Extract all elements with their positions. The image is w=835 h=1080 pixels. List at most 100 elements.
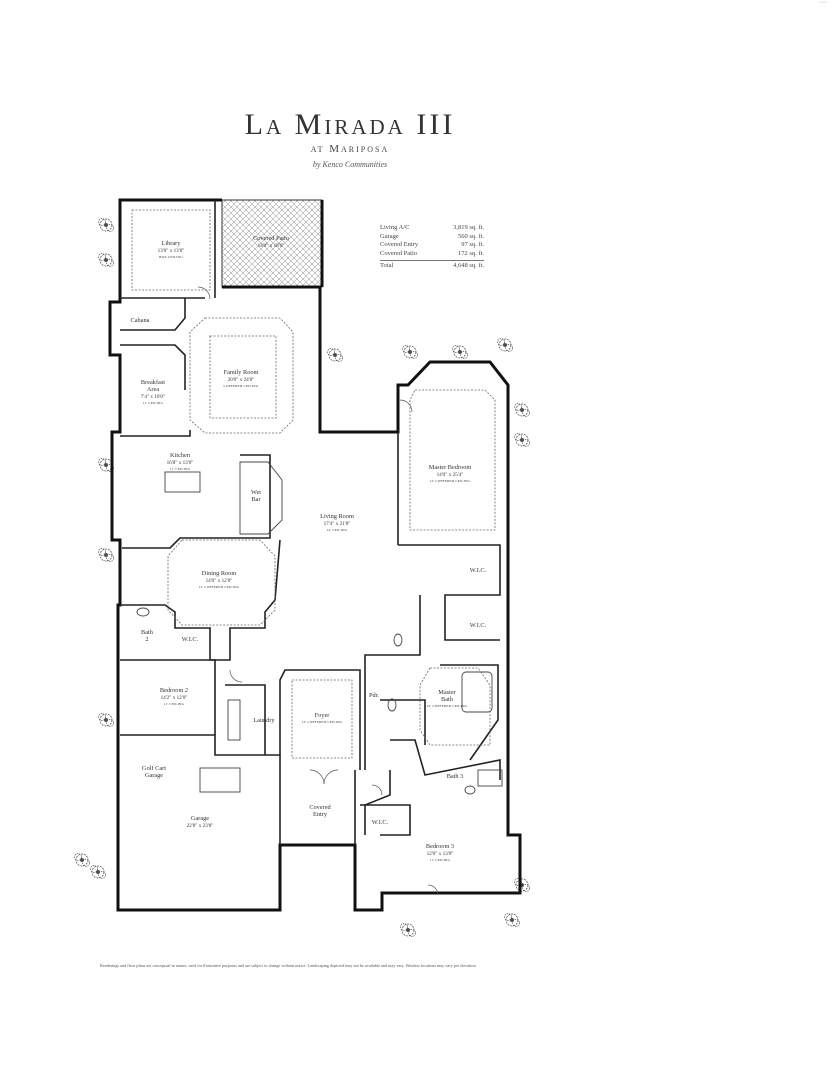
ceiling-outlines [131,209,496,759]
room-name: W.I.C. [470,622,487,629]
room-dims: 22'8" x 23'8" [187,823,214,829]
room-wic-bedroom-2: W.I.C. [182,636,199,643]
room-name: Golf Cart [142,765,166,772]
area-value: 3,819 sq. ft. [453,224,484,231]
room-name: Family Room [224,369,259,376]
room-dims: 14'0" x 25'4" [437,472,464,478]
room-dims: 12'0" x 13'0" [427,851,454,857]
area-total-row: Total 4,648 sq. ft. [380,260,484,271]
room-garage: Garage 22'8" x 23'8" [187,815,214,829]
room-wic-master-2: W.I.C. [470,622,487,629]
room-name-2: 2 [145,636,148,643]
room-name: Master [438,689,456,696]
room-name-2: Area [147,386,159,393]
corner-mark: ···· [819,0,827,6]
room-dims: 16'8" x 13'0" [167,460,194,466]
room-name: Laundry [253,717,275,724]
area-label: Living A/C [380,224,410,231]
room-name: Living Room [320,513,354,520]
room-name: Kitchen [170,452,191,459]
room-covered-patio: Covered Patio 14'0" x 18'0" [253,235,289,249]
landscaping [74,218,530,937]
room-ceiling: 10' COFFERED CEILING [427,704,468,708]
room-living-room: Living Room 17'4" x 21'8" 14' CEILING [320,513,354,532]
interior-walls [120,200,501,845]
room-dims: 20'0" x 24'0" [228,377,255,383]
room-master-bedroom: Master Bedroom 14'0" x 25'4" 12' COFFERE… [429,464,472,483]
room-golf-cart-garage: Golf Cart Garage [142,765,166,779]
room-covered-entry: Covered Entry [309,804,331,818]
room-name: W.I.C. [182,636,199,643]
room-name: Bedroom 3 [426,843,454,850]
room-ceiling: 12' COFFERED CEILING [199,585,240,589]
room-name: Bath 3 [447,773,464,780]
room-name: Dining Room [202,570,237,577]
room-dims: 14'0" x 18'0" [258,243,285,249]
room-name-2: Garage [145,772,163,779]
area-table: Living A/C 3,819 sq. ft. Garage 560 sq. … [380,224,484,271]
room-dims: 13'0" x 13'0" [158,248,185,254]
room-breakfast-area: Breakfast Area 7'4" x 10'0" 11' CEILING [141,379,165,405]
room-name: Wet [251,489,261,496]
room-name-2: Entry [313,811,328,818]
room-name: Cabana [131,317,150,324]
room-powder: Pdr. [369,692,379,699]
area-label: Covered Entry [380,241,419,248]
room-wic-master-1: W.I.C. [470,567,487,574]
area-value: 172 sq. ft. [458,249,484,257]
room-name: Foyer [315,712,331,719]
room-name: Breakfast [141,379,165,386]
covered-patio-paving [221,199,323,288]
room-bedroom-3: Bedroom 3 12'0" x 13'0" 11' CEILING [426,843,454,862]
area-row: Living A/C 3,819 sq. ft. [380,224,484,233]
room-name: Master Bedroom [429,464,472,471]
room-bedroom-2: Bedroom 2 14'2" x 12'0" 11' CEILING [160,687,188,706]
room-ceiling: 12' COFFERED CEILING [430,479,471,483]
plan-byline: by Kenco Communities [312,160,388,169]
area-label: Garage [380,232,399,240]
room-laundry: Laundry [253,717,275,724]
room-dims: 7'4" x 10'0" [141,394,165,400]
room-ceiling: BOX CEILING [159,255,183,259]
area-total-value: 4,648 sq. ft. [453,262,484,269]
room-dims: 17'4" x 21'8" [324,521,351,527]
room-bath-2: Bath 2 [141,629,154,643]
room-name: Covered Patio [253,235,289,242]
room-ceiling: 11' CEILING [430,858,451,862]
room-library: Library 13'0" x 13'0" BOX CEILING [158,240,185,259]
room-master-bath: Master Bath 10' COFFERED CEILING [427,689,468,708]
area-label: Covered Patio [380,249,418,257]
area-total-label: Total [380,262,394,269]
room-foyer: Foyer 13' COFFERED CEILING [302,712,343,724]
room-dining-room: Dining Room 14'0" x 12'0" 12' COFFERED C… [199,570,240,589]
room-name: Garage [191,815,209,822]
room-kitchen: Kitchen 16'8" x 13'0" 11' CEILING [167,452,194,471]
room-ceiling: 13' COFFERED CEILING [302,720,343,724]
area-value: 97 sq. ft. [461,241,484,248]
room-cabana: Cabana [131,317,150,324]
plan-title: La Mirada III [244,108,456,141]
room-ceiling: 14' CEILING [327,528,348,532]
room-name: Covered [309,804,331,811]
fixtures [136,461,503,795]
room-name: W.I.C. [372,819,389,826]
room-name: Library [162,240,182,247]
area-row: Garage 560 sq. ft. [380,233,484,242]
room-name: W.I.C. [470,567,487,574]
room-name: Pdr. [369,692,379,699]
room-name: Bath [141,629,154,636]
area-row: Covered Patio 172 sq. ft. [380,250,484,259]
area-value: 560 sq. ft. [458,232,484,240]
room-ceiling: 11' CEILING [170,467,191,471]
disclaimer-text: Renderings and floor plans are conceptua… [100,963,477,968]
room-dims: 14'2" x 12'0" [161,695,188,701]
room-wic-bedroom-3: W.I.C. [372,819,389,826]
room-bath-3: Bath 3 [447,773,464,780]
area-row: Covered Entry 97 sq. ft. [380,241,484,250]
room-ceiling: COFFERED CEILING [224,384,259,388]
room-family-room: Family Room 20'0" x 24'0" COFFERED CEILI… [224,369,259,388]
room-name-2: Bath [441,696,454,703]
room-ceiling: 11' CEILING [143,401,164,405]
room-name: Bedroom 2 [160,687,188,694]
